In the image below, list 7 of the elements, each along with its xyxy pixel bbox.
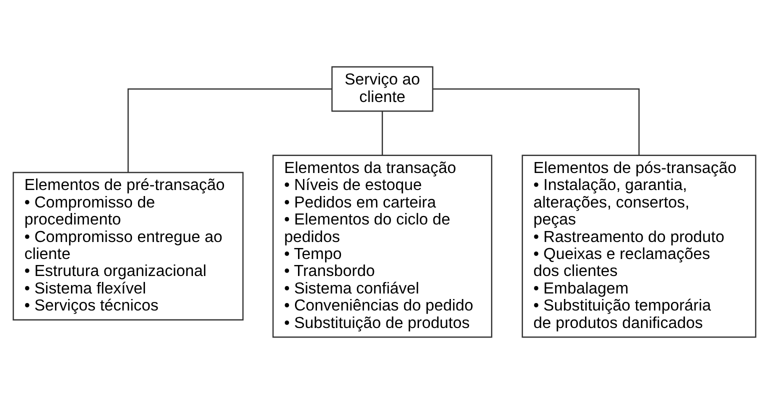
node-box: Elementos de pré-transação • Compromisso de procedimento • Compromisso entregue ao cliente • Estrutura organizacional • Sistema flexível • Serviços técnicos <box>12 172 244 320</box>
connector <box>128 88 332 172</box>
connector <box>433 88 640 156</box>
node-box: Elementos de pós-transação • Instalação, garantia, alterações, consertos, peças • Rastreamento do produto • Queixas e reclamações dos clientes • Embalagem • Substituição temporária de produtos danificados <box>522 154 756 338</box>
node-box: Elementos da transação • Níveis de estoque • Pedidos em carteira • Elementos do ciclo de pedidos • Tempo • Transbordo • Sistema confiável • Conveniências do pedido • Substituição de produtos <box>272 154 492 338</box>
connector <box>382 111 383 156</box>
node-box: Serviço ao cliente <box>331 66 434 112</box>
